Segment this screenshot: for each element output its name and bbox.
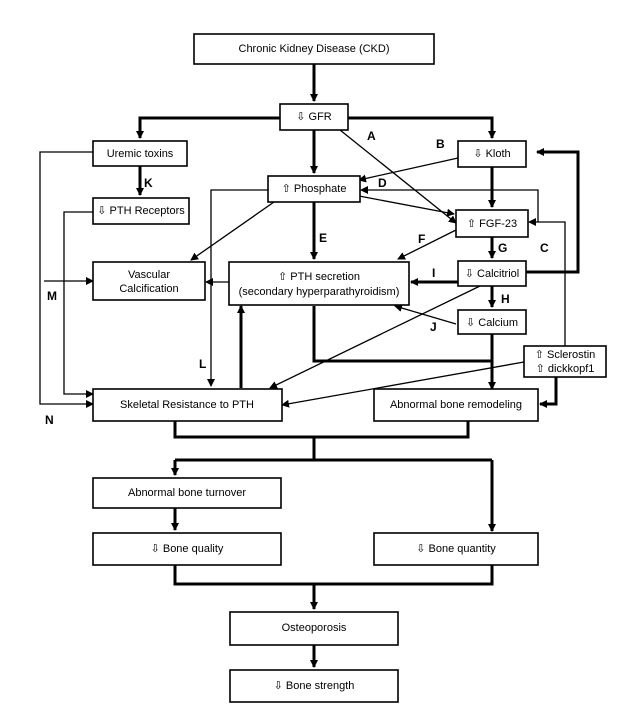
node-sclerostin-label-2: ⇧ dickkopf1 — [536, 363, 595, 375]
edge-merge-bottom — [173, 421, 470, 439]
edge-label-l: L — [199, 357, 206, 371]
node-skeletal-label: Skeletal Resistance to PTH — [120, 399, 254, 411]
node-pth-secretion-label-1: ⇧ PTH secretion — [278, 271, 360, 283]
edge-a-gfr-fgf23 — [339, 129, 457, 224]
node-phosphate-label: ⇧ Phosphate — [282, 183, 347, 195]
edge-label-h: H — [501, 292, 510, 306]
node-calcium-label: ⇩ Calcium — [466, 317, 518, 329]
node-turnover-label: Abnormal bone turnover — [128, 487, 246, 499]
edge-pth-remodeling — [312, 306, 492, 363]
edge-phosphate-fgf23 — [358, 195, 455, 217]
edge-label-g: G — [498, 241, 507, 255]
node-pth-secretion: ⇧ PTH secretion (secondary hyperparathyr… — [228, 261, 410, 306]
edge-sclerostin-remodeling — [539, 377, 558, 408]
node-ckd-label: Chronic Kidney Disease (CKD) — [239, 43, 390, 55]
node-abnormal-turnover: Abnormal bone turnover — [92, 477, 282, 509]
edges — [39, 63, 580, 668]
node-skeletal-resistance: Skeletal Resistance to PTH — [92, 388, 283, 422]
edge-merge-osteo — [173, 565, 494, 586]
edge-j-calcium-pth — [394, 304, 457, 325]
node-bone-quality-label: ⇩ Bone quality — [151, 543, 224, 555]
node-bone-quantity-label: ⇩ Bone quantity — [416, 543, 496, 555]
edge-calcitriol-kloth — [526, 148, 580, 274]
edge-label-b: B — [436, 137, 445, 151]
node-sclerostin: ⇧ Sclerostin ⇧ dickkopf1 — [523, 345, 607, 378]
edge-label-d: D — [378, 176, 387, 190]
edge-label-e: E — [319, 231, 327, 245]
edge-calcitriol-skeletal — [269, 285, 481, 389]
node-kloth: ⇩ Kloth — [457, 140, 527, 168]
edge-f-fgf23-pth — [397, 227, 461, 260]
edge-gfr-uremic — [136, 116, 280, 139]
node-calcitriol-label: ⇩ Calcitriol — [465, 268, 519, 280]
edge-sclerostin-skeletal — [281, 361, 525, 408]
node-pth-receptors-label: ⇩ PTH Receptors — [97, 205, 185, 217]
edge-pthr-skeletal — [63, 211, 94, 398]
edge-label-j: J — [430, 320, 437, 334]
node-remodeling-label: Abnormal bone remodeling — [390, 399, 522, 411]
edge-b-kloth-phosphate — [358, 157, 459, 183]
node-bone-strength-label: ⇩ Bone strength — [274, 680, 355, 692]
edge-d-fgf23-phosphate — [360, 186, 539, 222]
edge-label-m: M — [47, 289, 57, 303]
node-calcium: ⇩ Calcium — [457, 309, 527, 335]
node-abnormal-remodeling: Abnormal bone remodeling — [373, 388, 539, 422]
node-kloth-label: ⇩ Kloth — [473, 148, 510, 160]
node-uremic-toxins: Uremic toxins — [92, 140, 188, 167]
edge-label-i: I — [432, 266, 435, 280]
node-sclerostin-label-1: ⇧ Sclerostin — [535, 349, 596, 361]
edge-label-k: K — [144, 176, 153, 190]
node-ckd: Chronic Kidney Disease (CKD) — [193, 33, 435, 65]
edge-label-c: C — [540, 241, 549, 255]
edge-l-phosphate-skeletal — [207, 189, 268, 387]
edge-letters: A B C D E F G H I J K L M N — [45, 129, 549, 427]
edge-label-f: F — [418, 232, 425, 246]
node-vascular-calcification: Vascular Calcification — [92, 261, 206, 301]
node-osteoporosis-label: Osteoporosis — [282, 622, 347, 634]
node-pth-secretion-label-2: (secondary hyperparathyroidism) — [239, 286, 400, 298]
edge-label-n: N — [45, 413, 54, 427]
node-fgf23: ⇧ FGF-23 — [455, 209, 529, 238]
edge-phosphate-vascular — [190, 201, 275, 261]
node-bone-strength: ⇩ Bone strength — [229, 669, 399, 703]
node-osteoporosis: Osteoporosis — [229, 611, 399, 646]
edge-n-uremic-skeletal — [39, 151, 94, 408]
node-uremic-label: Uremic toxins — [107, 148, 174, 160]
node-bone-quantity: ⇩ Bone quantity — [373, 532, 539, 566]
edge-c-sclerostin-fgf23 — [528, 218, 566, 346]
node-fgf23-label: ⇧ FGF-23 — [467, 218, 517, 230]
node-vascular-label-2: Calcification — [119, 283, 178, 295]
edge-label-a: A — [367, 129, 376, 143]
node-gfr-label: ⇩ GFR — [296, 111, 332, 123]
node-calcitriol: ⇩ Calcitriol — [457, 260, 527, 287]
node-gfr: ⇩ GFR — [279, 103, 349, 131]
node-vascular-label-1: Vascular — [128, 269, 170, 281]
node-phosphate: ⇧ Phosphate — [267, 175, 361, 203]
node-bone-quality: ⇩ Bone quality — [92, 532, 282, 566]
edge-gfr-kloth — [348, 116, 496, 139]
node-pth-receptors: ⇩ PTH Receptors — [92, 197, 190, 225]
